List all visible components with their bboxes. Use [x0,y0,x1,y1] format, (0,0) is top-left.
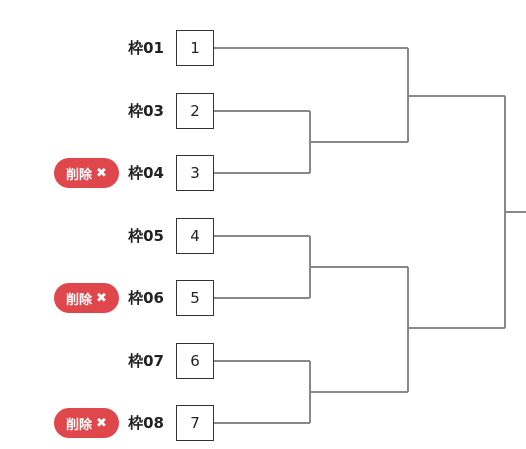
slot-label: 枠01 [128,39,164,57]
delete-button-label: 削除 [66,417,93,433]
bracket-slot: 枠01 1 [0,29,220,67]
seed-box[interactable]: 4 [176,218,214,254]
seed-box[interactable]: 6 [176,343,214,379]
delete-button-label: 削除 [66,167,93,183]
bracket-slot: 削除✖ 枠06 5 [0,279,220,317]
bracket-slot: 枠07 6 [0,342,220,380]
slot-label: 枠08 [128,414,164,432]
times-icon: ✖ [96,165,107,181]
delete-button[interactable]: 削除✖ [54,158,119,188]
bracket-slot: 枠03 2 [0,92,220,130]
bracket-slot: 枠05 4 [0,217,220,255]
slot-label: 枠04 [128,164,164,182]
delete-button-label: 削除 [66,292,93,308]
times-icon: ✖ [96,290,107,306]
seed-box[interactable]: 5 [176,280,214,316]
bracket-slot: 削除✖ 枠08 7 [0,404,220,442]
bracket-slot: 削除✖ 枠04 3 [0,154,220,192]
delete-button[interactable]: 削除✖ [54,408,119,438]
slot-label: 枠06 [128,289,164,307]
slot-label: 枠05 [128,227,164,245]
delete-button[interactable]: 削除✖ [54,283,119,313]
seed-box[interactable]: 2 [176,93,214,129]
seed-box[interactable]: 7 [176,405,214,441]
times-icon: ✖ [96,415,107,431]
slot-label: 枠03 [128,102,164,120]
slot-label: 枠07 [128,352,164,370]
seed-box[interactable]: 3 [176,155,214,191]
seed-box[interactable]: 1 [176,30,214,66]
